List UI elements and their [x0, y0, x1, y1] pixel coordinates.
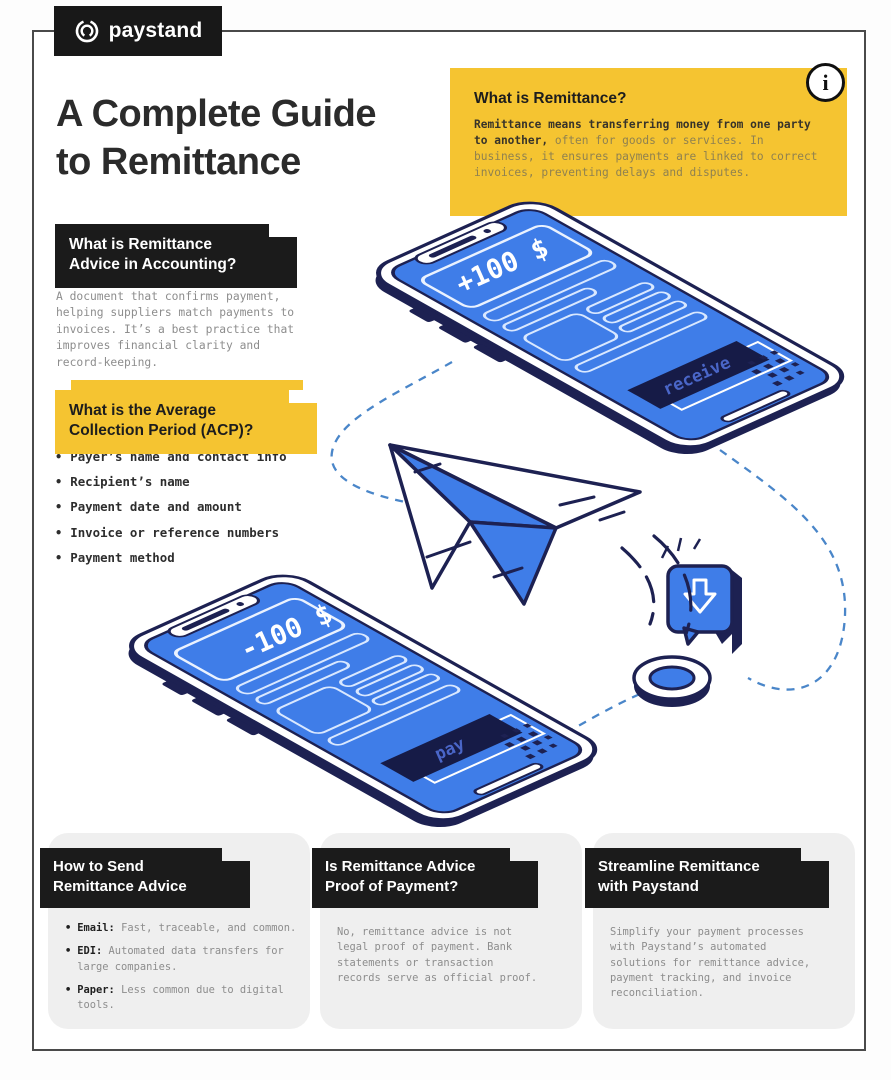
card-streamline-paystand: Streamline Remittance with Paystand Simp… — [585, 833, 855, 1029]
download-arrow-icon — [683, 578, 717, 614]
page-title: A Complete Guide to Remittance — [56, 93, 376, 184]
dashed-path-left — [330, 361, 453, 504]
plane-detail-dashes — [413, 462, 626, 579]
bullet-icon: • — [55, 500, 63, 515]
card-streamline-paystand-heading: Streamline Remittance with Paystand — [585, 848, 829, 908]
list-item: •Recipient’s name — [55, 474, 190, 490]
remittance-advice-body: A document that confirms payment, helpin… — [56, 290, 295, 369]
list-item: •Invoice or reference numbers — [55, 524, 280, 540]
paystand-logo: paystand — [54, 6, 222, 56]
paystand-logo-icon — [75, 20, 98, 43]
coin-icon — [632, 655, 712, 707]
list-item: •EDI: Automated data transfers for large… — [65, 945, 284, 973]
card-how-to-send-heading: How to Send Remittance Advice — [40, 848, 250, 908]
download-bubble-icon — [660, 537, 742, 654]
card-how-to-send-body: •Email: Fast, traceable, and common. •ED… — [65, 921, 303, 1021]
what-is-remittance-body: Remittance means transferring money from… — [474, 118, 818, 180]
what-is-remittance-box: What is Remittance? Remittance means tra… — [450, 68, 847, 216]
info-icon: i — [806, 63, 845, 102]
card-proof-of-payment: Is Remittance Advice Proof of Payment? N… — [312, 833, 582, 1029]
card-how-to-send: How to Send Remittance Advice •Email: Fa… — [40, 833, 310, 1029]
bullet-icon: • — [65, 983, 72, 996]
paper-plane-icon — [388, 443, 642, 606]
list-item: •Email: Fast, traceable, and common. — [65, 921, 303, 936]
what-is-remittance-heading: What is Remittance? — [474, 90, 627, 107]
list-item: •Payment date and amount — [55, 499, 242, 515]
paystand-logo-text: paystand — [108, 19, 203, 42]
bullet-icon: • — [55, 525, 63, 540]
card-proof-of-payment-body: No, remittance advice is not legal proof… — [337, 926, 538, 984]
phone-pay: -100 $ pay — [103, 569, 614, 836]
dashed-path-right — [719, 449, 847, 691]
bullet-icon: • — [55, 550, 63, 565]
card-proof-of-payment-heading: Is Remittance Advice Proof of Payment? — [312, 848, 538, 908]
bullet-icon: • — [65, 922, 72, 934]
phone-receive: +100 $ receive — [350, 196, 861, 463]
remittance-advice-heading: What is Remittance Advice in Accounting? — [55, 224, 297, 289]
list-item: •Payment method — [55, 549, 175, 565]
card-streamline-paystand-body: Simplify your payment processes with Pay… — [610, 926, 811, 1000]
list-item: •Paper: Less common due to digital tools… — [65, 983, 284, 1012]
acp-heading: What is the Average Collection Period (A… — [55, 379, 317, 455]
motion-arcs — [620, 534, 693, 636]
bullet-icon: • — [55, 475, 63, 490]
bullet-icon: • — [55, 450, 63, 464]
bullet-icon: • — [65, 945, 72, 958]
